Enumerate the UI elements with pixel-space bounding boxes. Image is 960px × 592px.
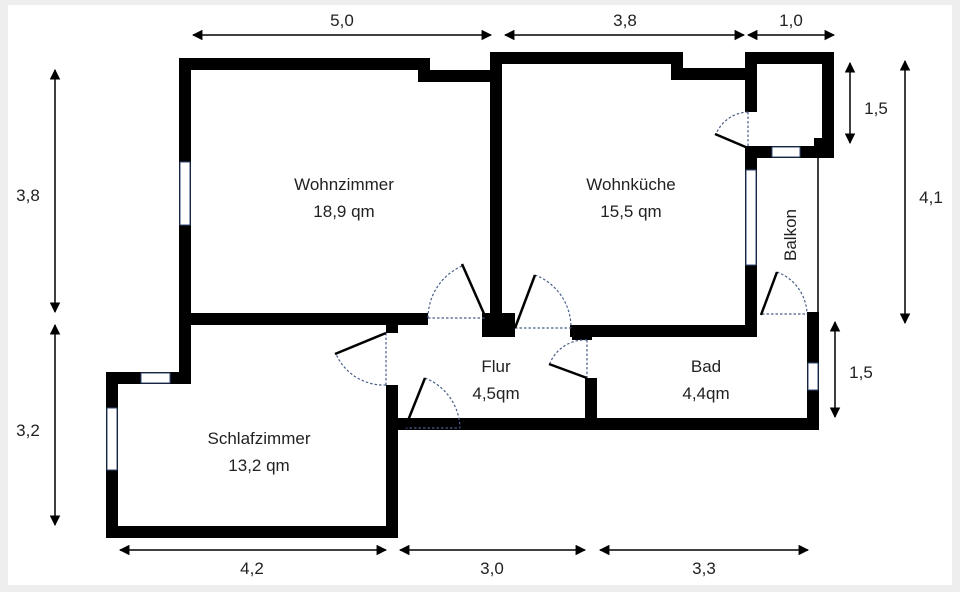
room-name: Wohnküche (586, 175, 675, 194)
dimension-label: 4,1 (919, 188, 943, 207)
room-name: Wohnzimmer (294, 175, 394, 194)
wall (490, 52, 683, 64)
dimension-label: 1,5 (864, 99, 888, 118)
room-area: 13,2 qm (228, 456, 289, 475)
wall (671, 68, 757, 80)
wall (745, 52, 834, 64)
dimension-lines: 5,0 3,8 1,0 3,8 3,2 1,5 4,1 1,5 4,2 3,0 … (16, 11, 943, 578)
wall (482, 313, 515, 337)
door-abstellraum[interactable] (714, 111, 749, 150)
door-balkon[interactable] (759, 271, 808, 316)
wall (179, 313, 428, 325)
wall (745, 52, 757, 112)
wall (814, 138, 824, 150)
dimension-label: 3,8 (16, 186, 40, 205)
dimension-label: 1,0 (779, 11, 803, 30)
room-area: 4,4qm (682, 384, 729, 403)
wall (585, 378, 597, 430)
room-name: Flur (481, 357, 511, 376)
window (106, 407, 118, 471)
room-name-balkon: Balkon (781, 209, 800, 261)
wall (400, 418, 819, 430)
room-area: 4,5qm (472, 384, 519, 403)
door-wohnkueche[interactable] (513, 274, 572, 329)
wall (386, 385, 398, 538)
wall (106, 526, 398, 538)
doors (334, 111, 808, 429)
wall (179, 58, 430, 70)
dimension-label: 3,0 (480, 559, 504, 578)
room-name: Bad (691, 357, 721, 376)
window (745, 169, 757, 266)
window (140, 372, 171, 384)
door-bad[interactable] (548, 339, 588, 380)
window (179, 161, 191, 226)
room-name: Schlafzimmer (208, 429, 311, 448)
wall (570, 325, 757, 337)
dimension-label: 1,5 (849, 363, 873, 382)
dimension-label: 4,2 (240, 559, 264, 578)
window (771, 146, 801, 158)
windows (106, 146, 819, 471)
background (8, 5, 952, 585)
wall (490, 52, 502, 330)
window (807, 362, 819, 391)
room-area: 15,5 qm (600, 202, 661, 221)
wall (572, 325, 592, 340)
dimension-label: 5,0 (330, 11, 354, 30)
dimension-label: 3,2 (16, 421, 40, 440)
wall (398, 418, 405, 430)
room-labels: Wohnzimmer 18,9 qm Wohnküche 15,5 qm Sch… (208, 175, 800, 475)
wall (386, 325, 398, 333)
door-schlafzimmer[interactable] (334, 331, 387, 386)
dimension-label: 3,8 (613, 11, 637, 30)
wall (179, 313, 191, 384)
dimension-label: 3,3 (692, 559, 716, 578)
wall (418, 70, 498, 82)
wall (822, 52, 834, 158)
room-area: 18,9 qm (313, 202, 374, 221)
door-entrance[interactable] (403, 377, 461, 429)
door-wohnzimmer[interactable] (427, 263, 487, 319)
